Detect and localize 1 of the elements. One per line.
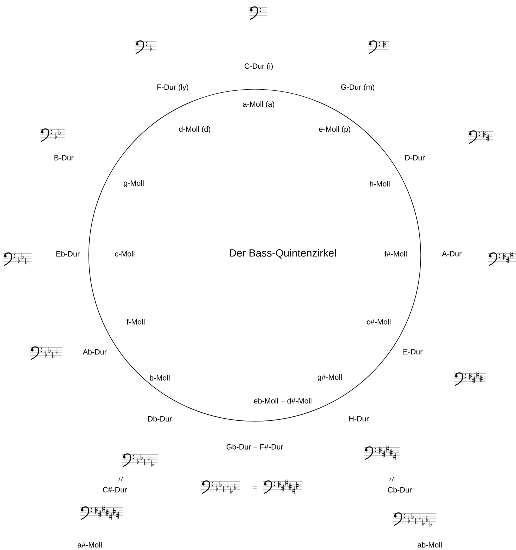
- title: Der Bass-Quintenzirkel: [230, 249, 336, 259]
